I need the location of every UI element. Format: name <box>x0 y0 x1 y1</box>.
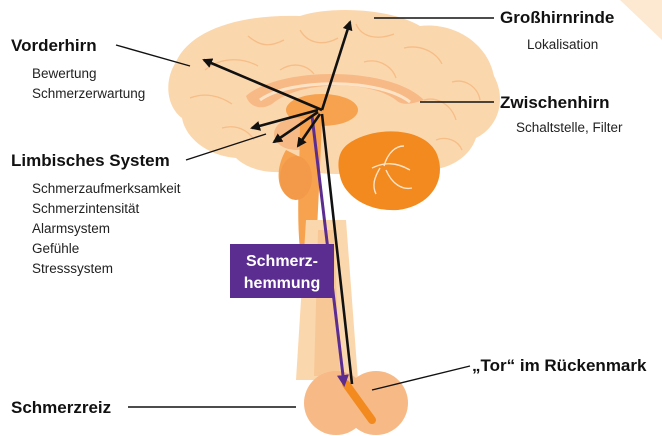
corner-decoration <box>620 0 662 40</box>
label-limbisches-system-item-2: Schmerzintensität <box>32 201 140 216</box>
label-schmerzreiz: Schmerzreiz <box>11 398 111 417</box>
label-zwischenhirn-title: Zwischenhirn <box>500 93 610 112</box>
label-limbisches-system-item-3: Alarmsystem <box>32 221 110 236</box>
label-vorderhirn-item-1: Bewertung <box>32 66 97 81</box>
schmerzhemmung-line-1: Schmerz- <box>246 253 318 270</box>
label-limbisches-system-item-4: Gefühle <box>32 241 79 256</box>
label-vorderhirn-title: Vorderhirn <box>11 36 97 55</box>
label-limbisches-system-title: Limbisches System <box>11 151 170 170</box>
label-limbisches-system-item-5: Stresssystem <box>32 261 113 276</box>
label-vorderhirn-item-2: Schmerzerwartung <box>32 86 145 101</box>
label-limbisches-system-item-1: Schmerzaufmerksamkeit <box>32 181 181 196</box>
label-tor: „Tor“ im Rückenmark <box>472 356 647 375</box>
cerebellum <box>338 131 440 210</box>
leader-vorderhirn <box>116 45 190 66</box>
gate-right-lobe <box>344 371 408 435</box>
label-zwischenhirn-item: Schaltstelle, Filter <box>516 120 623 135</box>
schmerzhemmung-box: Schmerz- hemmung <box>230 244 334 298</box>
label-grosshirnrinde-title: Großhirnrinde <box>500 8 614 27</box>
schmerzhemmung-line-2: hemmung <box>244 275 320 292</box>
pons <box>280 156 312 200</box>
label-grosshirnrinde-item: Lokalisation <box>527 37 598 52</box>
